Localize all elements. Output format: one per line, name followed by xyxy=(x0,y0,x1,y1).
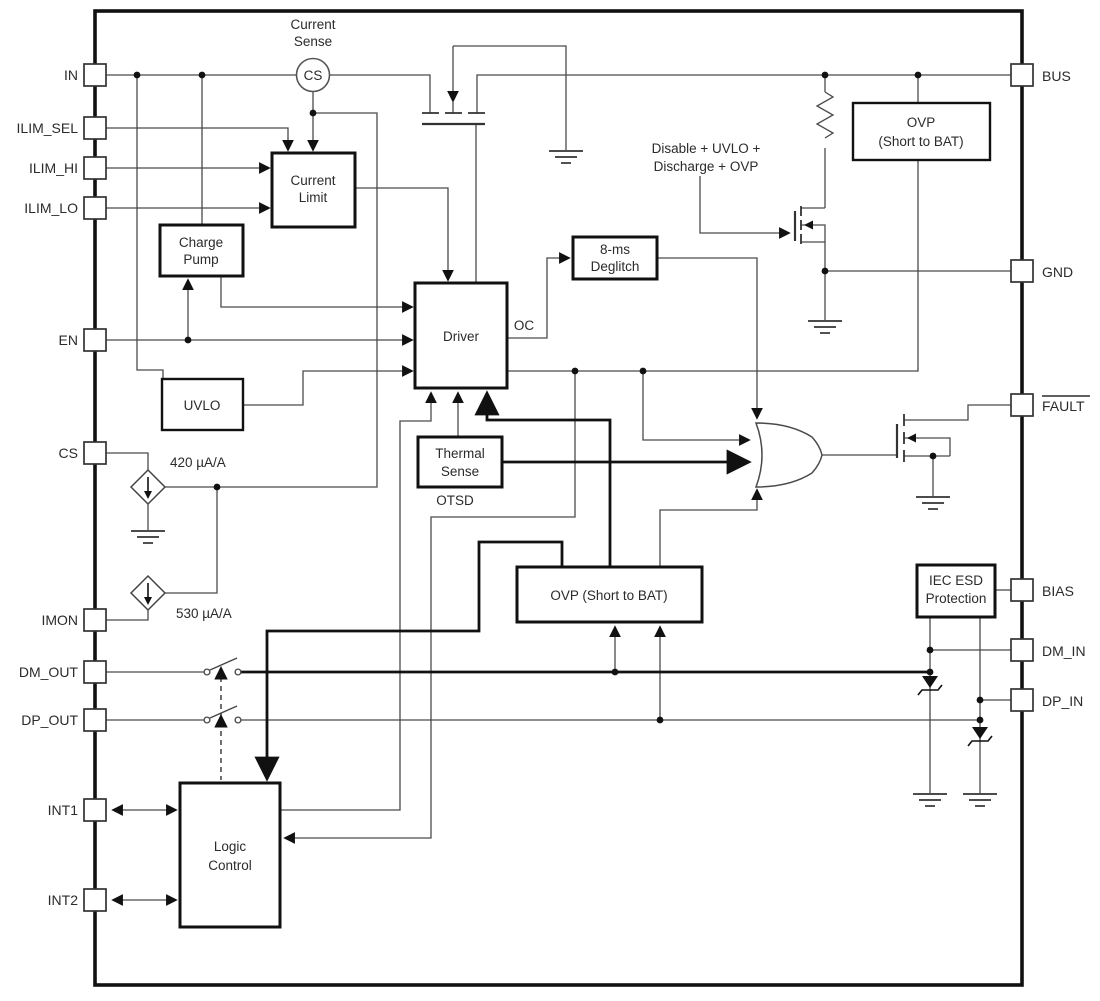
deglitch-label-2: Deglitch xyxy=(591,259,640,274)
pin-label-bias: BIAS xyxy=(1042,583,1074,599)
thermal-sense-block xyxy=(416,435,504,489)
pin-ilim-sel xyxy=(83,116,107,140)
ground-icon xyxy=(913,793,947,807)
ground-icon xyxy=(963,793,997,807)
pin-label-imon: IMON xyxy=(41,612,78,628)
pin-label-dp-out: DP_OUT xyxy=(21,712,78,728)
charge-pump-block xyxy=(158,223,245,278)
deglitch-label-1: 8-ms xyxy=(600,242,630,257)
pin-dp-in xyxy=(1010,688,1034,712)
pin-int1 xyxy=(83,798,107,822)
pin-label-cs: CS xyxy=(59,445,78,461)
dp-esd-diode-icon xyxy=(967,727,993,747)
pin-ilim-lo xyxy=(83,196,107,220)
uvlo-block xyxy=(160,377,245,432)
fault-fet-icon xyxy=(895,414,916,462)
pin-label-bus: BUS xyxy=(1042,68,1071,84)
ground-icon xyxy=(916,496,950,510)
pin-label-in: IN xyxy=(64,67,78,83)
pin-en xyxy=(83,328,107,352)
iec-esd-label-2: Protection xyxy=(926,591,987,606)
gain-420-label: 420 µA/A xyxy=(170,455,226,470)
thick-wires xyxy=(241,390,930,782)
oc-label: OC xyxy=(514,318,535,333)
ground-icon xyxy=(131,530,165,544)
pin-int2 xyxy=(83,888,107,912)
dp-switch xyxy=(203,705,242,724)
pin-label-ilim-hi: ILIM_HI xyxy=(29,160,78,176)
pin-ilim-hi xyxy=(83,156,107,180)
thermal-sense-label-1: Thermal xyxy=(435,446,485,461)
pin-label-ilim-lo: ILIM_LO xyxy=(24,200,78,216)
ovp-top-label-2: (Short to BAT) xyxy=(878,134,963,149)
current-sense-symbol: CS xyxy=(295,57,331,93)
thermal-sense-label-2: Sense xyxy=(441,464,479,479)
disable-label-2: Discharge + OVP xyxy=(654,159,759,174)
wires xyxy=(106,45,1011,906)
ground-symbols xyxy=(131,150,997,807)
pin-dm-out xyxy=(83,660,107,684)
ground-icon xyxy=(808,320,842,334)
pin-label-dp-in: DP_IN xyxy=(1042,693,1083,709)
otsd-label: OTSD xyxy=(436,493,474,508)
deglitch-block xyxy=(571,235,659,281)
pin-cs xyxy=(83,441,107,465)
ovp-top-block xyxy=(851,101,992,162)
logic-control-block xyxy=(178,781,282,929)
chip-outline xyxy=(93,9,1024,987)
annotations: Current Sense Disable + UVLO + Discharge… xyxy=(170,17,761,621)
pin-label-en: EN xyxy=(59,332,78,348)
discharge-fet-icon xyxy=(793,206,813,244)
junction-dots xyxy=(133,71,984,724)
uvlo-label: UVLO xyxy=(184,398,221,413)
driver-label: Driver xyxy=(443,329,480,344)
pins-left: IN ILIM_SEL ILIM_HI ILIM_LO EN CS IMON D… xyxy=(17,63,107,912)
logic-control-label-2: Control xyxy=(208,858,252,873)
current-source-530-icon xyxy=(129,574,167,612)
pin-in xyxy=(83,63,107,87)
pass-fet-icon xyxy=(422,112,485,126)
current-source-420-icon xyxy=(129,468,167,506)
dm-esd-diode-icon xyxy=(917,676,943,696)
pin-dp-out xyxy=(83,708,107,732)
current-limit-label-1: Current xyxy=(290,173,335,188)
disable-label-1: Disable + UVLO + xyxy=(652,141,761,156)
logic-control-label-1: Logic xyxy=(214,839,247,854)
pin-bus xyxy=(1010,63,1034,87)
iec-esd-label-1: IEC ESD xyxy=(929,573,983,588)
pin-fault xyxy=(1010,393,1034,417)
pins-right: BUS GND FAULT BIAS DM_IN DP_IN xyxy=(1010,63,1090,712)
or-gate-icon xyxy=(754,422,823,488)
pin-label-dm-out: DM_OUT xyxy=(19,664,79,680)
pin-bias xyxy=(1010,578,1034,602)
dm-switch xyxy=(203,657,242,676)
cs-circle-label: CS xyxy=(304,68,323,83)
pin-label-dm-in: DM_IN xyxy=(1042,643,1086,659)
ovp-top-label-1: OVP xyxy=(907,115,936,130)
blocks: Current Limit Charge Pump UVLO Driver 8-… xyxy=(158,101,997,929)
pin-label-int2: INT2 xyxy=(48,892,79,908)
pin-label-fault: FAULT xyxy=(1042,398,1085,414)
ground-icon xyxy=(549,150,583,164)
iec-esd-block xyxy=(915,563,997,619)
pin-label-ilim-sel: ILIM_SEL xyxy=(17,120,79,136)
pin-label-gnd: GND xyxy=(1042,264,1073,280)
current-sense-label-2: Sense xyxy=(294,34,332,49)
current-limit-block xyxy=(270,151,357,229)
current-limit-label-2: Limit xyxy=(299,190,328,205)
pin-imon xyxy=(83,608,107,632)
charge-pump-label-2: Pump xyxy=(183,252,218,267)
gain-530-label: 530 µA/A xyxy=(176,606,232,621)
ovp-mid-label: OVP (Short to BAT) xyxy=(550,588,667,603)
driver-block xyxy=(413,281,509,390)
ovp-mid-block xyxy=(515,565,704,624)
pin-label-int1: INT1 xyxy=(48,802,79,818)
current-sense-label-1: Current xyxy=(290,17,335,32)
charge-pump-label-1: Charge xyxy=(179,235,223,250)
pin-dm-in xyxy=(1010,638,1034,662)
pin-gnd xyxy=(1010,259,1034,283)
